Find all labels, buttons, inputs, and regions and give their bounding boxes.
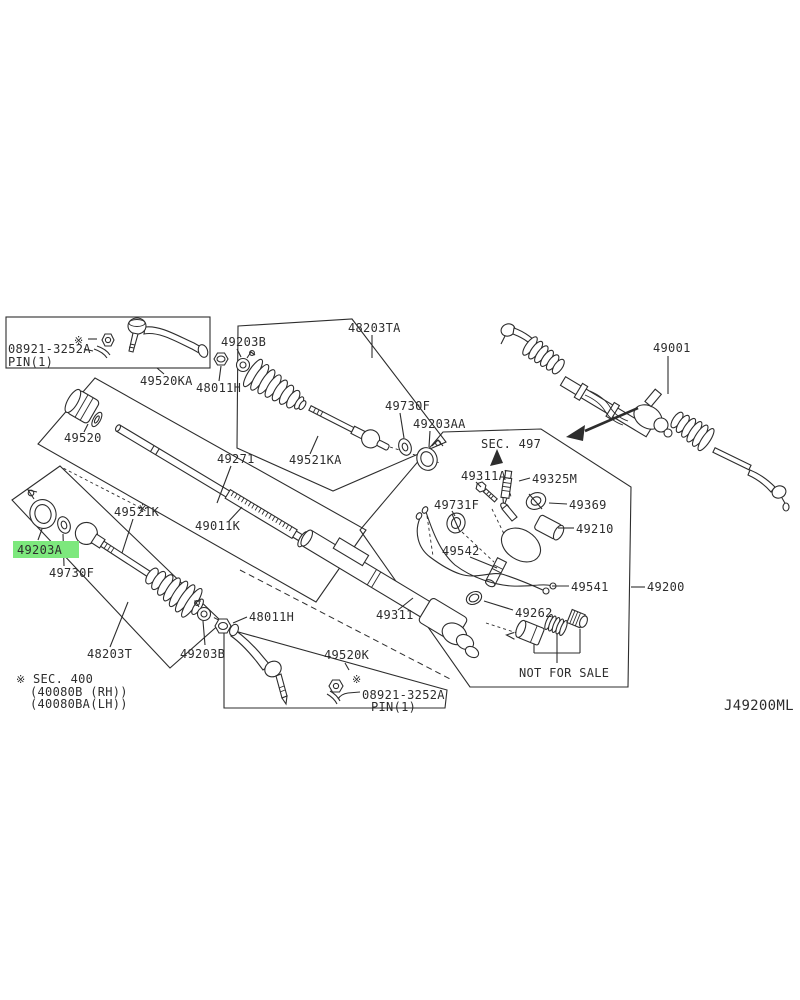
callout-49520KA[interactable]: 49520KA — [140, 374, 193, 388]
washer-top-drawing — [398, 438, 412, 456]
callouts: 08921-3252A PIN(1) 49520KA 49203B 48011H… — [8, 321, 691, 714]
tie-rod-end-bottom-drawing — [229, 623, 288, 706]
highlight-box — [13, 541, 79, 558]
pin-note-top-contents: ※ — [74, 317, 209, 359]
callout-49520[interactable]: 49520 — [64, 431, 102, 445]
sec400-line1: (40080B (RH)) — [30, 685, 128, 699]
boot-top-drawing — [242, 358, 307, 411]
sec400-line2: (40080BA(LH)) — [30, 697, 128, 711]
ref-star-icon: ※ — [16, 673, 26, 686]
steering-gear-assembly-drawing — [500, 323, 790, 512]
callout-49271[interactable]: 49271 — [217, 452, 255, 466]
callout-49011K[interactable]: 49011K — [195, 519, 241, 533]
callout-48011H-bottom[interactable]: 48011H — [249, 610, 294, 624]
callout-49731F[interactable]: 49731F — [434, 498, 479, 512]
callout-49203AA[interactable]: 49203AA — [413, 417, 466, 431]
gear-sub-assy-box-49200 — [359, 428, 632, 688]
callout-49521KA[interactable]: 49521KA — [289, 453, 342, 467]
tube-assy-drawings — [415, 506, 557, 595]
callout-49542[interactable]: 49542 — [442, 544, 480, 558]
pin-qty-top: PIN(1) — [8, 355, 53, 369]
boot-clamp-a-drawing — [26, 489, 57, 529]
callout-49203A[interactable]: 49203A — [17, 543, 63, 557]
sec400-note: ※ SEC. 400 (40080B (RH)) (40080BA(LH)) — [16, 672, 128, 711]
callout-49311A[interactable]: 49311A — [461, 469, 507, 483]
torque-sensor-drawing — [500, 470, 513, 507]
callout-49203B-bottom[interactable]: 49203B — [180, 647, 225, 661]
boot-clamp-b-top-drawing — [235, 350, 256, 373]
cotter-pin-top — [93, 348, 108, 359]
boot-kit-box-48203TA — [236, 318, 447, 492]
not-for-sale-parts — [505, 608, 588, 663]
callout-49541[interactable]: 49541 — [571, 580, 609, 594]
clip-49731F-drawing — [446, 512, 466, 534]
highlighted-callout-49203A[interactable]: 49203A — [13, 541, 79, 558]
callout-48203T[interactable]: 48203T — [87, 647, 132, 661]
castle-nut-top — [101, 333, 115, 347]
callout-49520K[interactable]: 49520K — [324, 648, 370, 662]
spring-drawing — [544, 613, 568, 637]
pin-note-box-top — [5, 316, 211, 369]
washer-bottom-drawing — [57, 516, 71, 534]
tie-rod-end-top-drawing — [127, 317, 209, 358]
sec400-title: SEC. 400 — [33, 672, 93, 686]
callout-49730F-bottom[interactable]: 49730F — [49, 566, 94, 580]
callout-49210[interactable]: 49210 — [576, 522, 614, 536]
outer-socket-box-49520K — [223, 627, 448, 709]
callout-49369[interactable]: 49369 — [569, 498, 607, 512]
callout-49200[interactable]: 49200 — [647, 580, 685, 594]
callout-48011H-top[interactable]: 48011H — [196, 381, 241, 395]
cotter-pin-bottom — [326, 693, 338, 705]
inner-socket-top-drawing — [308, 405, 390, 451]
callout-49311[interactable]: 49311 — [376, 608, 414, 622]
clamp-49369-drawing — [525, 492, 547, 510]
mount-cap-drawing — [505, 619, 545, 646]
direction-arrow — [566, 406, 639, 441]
boot-kit-box-48203T — [11, 465, 223, 669]
ref-star-icon: ※ — [352, 673, 362, 686]
pin-part-number-bottom[interactable]: 08921-3252A — [362, 688, 445, 702]
callout-49262[interactable]: 49262 — [515, 606, 553, 620]
rack-teeth — [230, 491, 293, 532]
group-outlines — [5, 316, 632, 709]
lock-nut-top-drawing — [213, 352, 229, 366]
callout-48203TA[interactable]: 48203TA — [348, 321, 401, 335]
callout-49325M[interactable]: 49325M — [532, 472, 577, 486]
boot-clamp-aa-drawing — [416, 439, 444, 471]
callout-49203B-top[interactable]: 49203B — [221, 335, 266, 349]
callout-49001[interactable]: 49001 — [653, 341, 691, 355]
o-ring-49262-drawing — [465, 590, 483, 606]
callout-49521K[interactable]: 49521K — [114, 505, 160, 519]
ref-star-icon: ※ — [74, 334, 84, 347]
not-for-sale-bracket — [533, 629, 581, 663]
ref-star-icon: ※ — [138, 502, 148, 515]
callout-49730F-top[interactable]: 49730F — [385, 399, 430, 413]
bushing-plug-drawing — [566, 608, 588, 629]
outer-socket-bottom-contents: ※ — [229, 623, 362, 706]
mount-bushing-49520-drawing — [64, 388, 103, 428]
diagram-code: J49200ML — [724, 698, 794, 714]
lock-nut-bottom-drawing — [214, 618, 232, 634]
leader-lines — [37, 335, 669, 671]
valve-assy-49210-drawing — [484, 502, 565, 588]
pin-part-number-top[interactable]: 08921-3252A — [8, 342, 91, 356]
not-for-sale-label: NOT FOR SALE — [519, 666, 609, 680]
rack-group-box — [37, 377, 367, 603]
pin-qty-bottom: PIN(1) — [371, 700, 416, 714]
boot-clamp-b-bottom-drawing — [193, 600, 212, 622]
castle-nut-bottom — [328, 679, 344, 693]
sec497-label[interactable]: SEC. 497 — [481, 437, 541, 451]
gear-housing-49311-drawing — [300, 529, 480, 659]
